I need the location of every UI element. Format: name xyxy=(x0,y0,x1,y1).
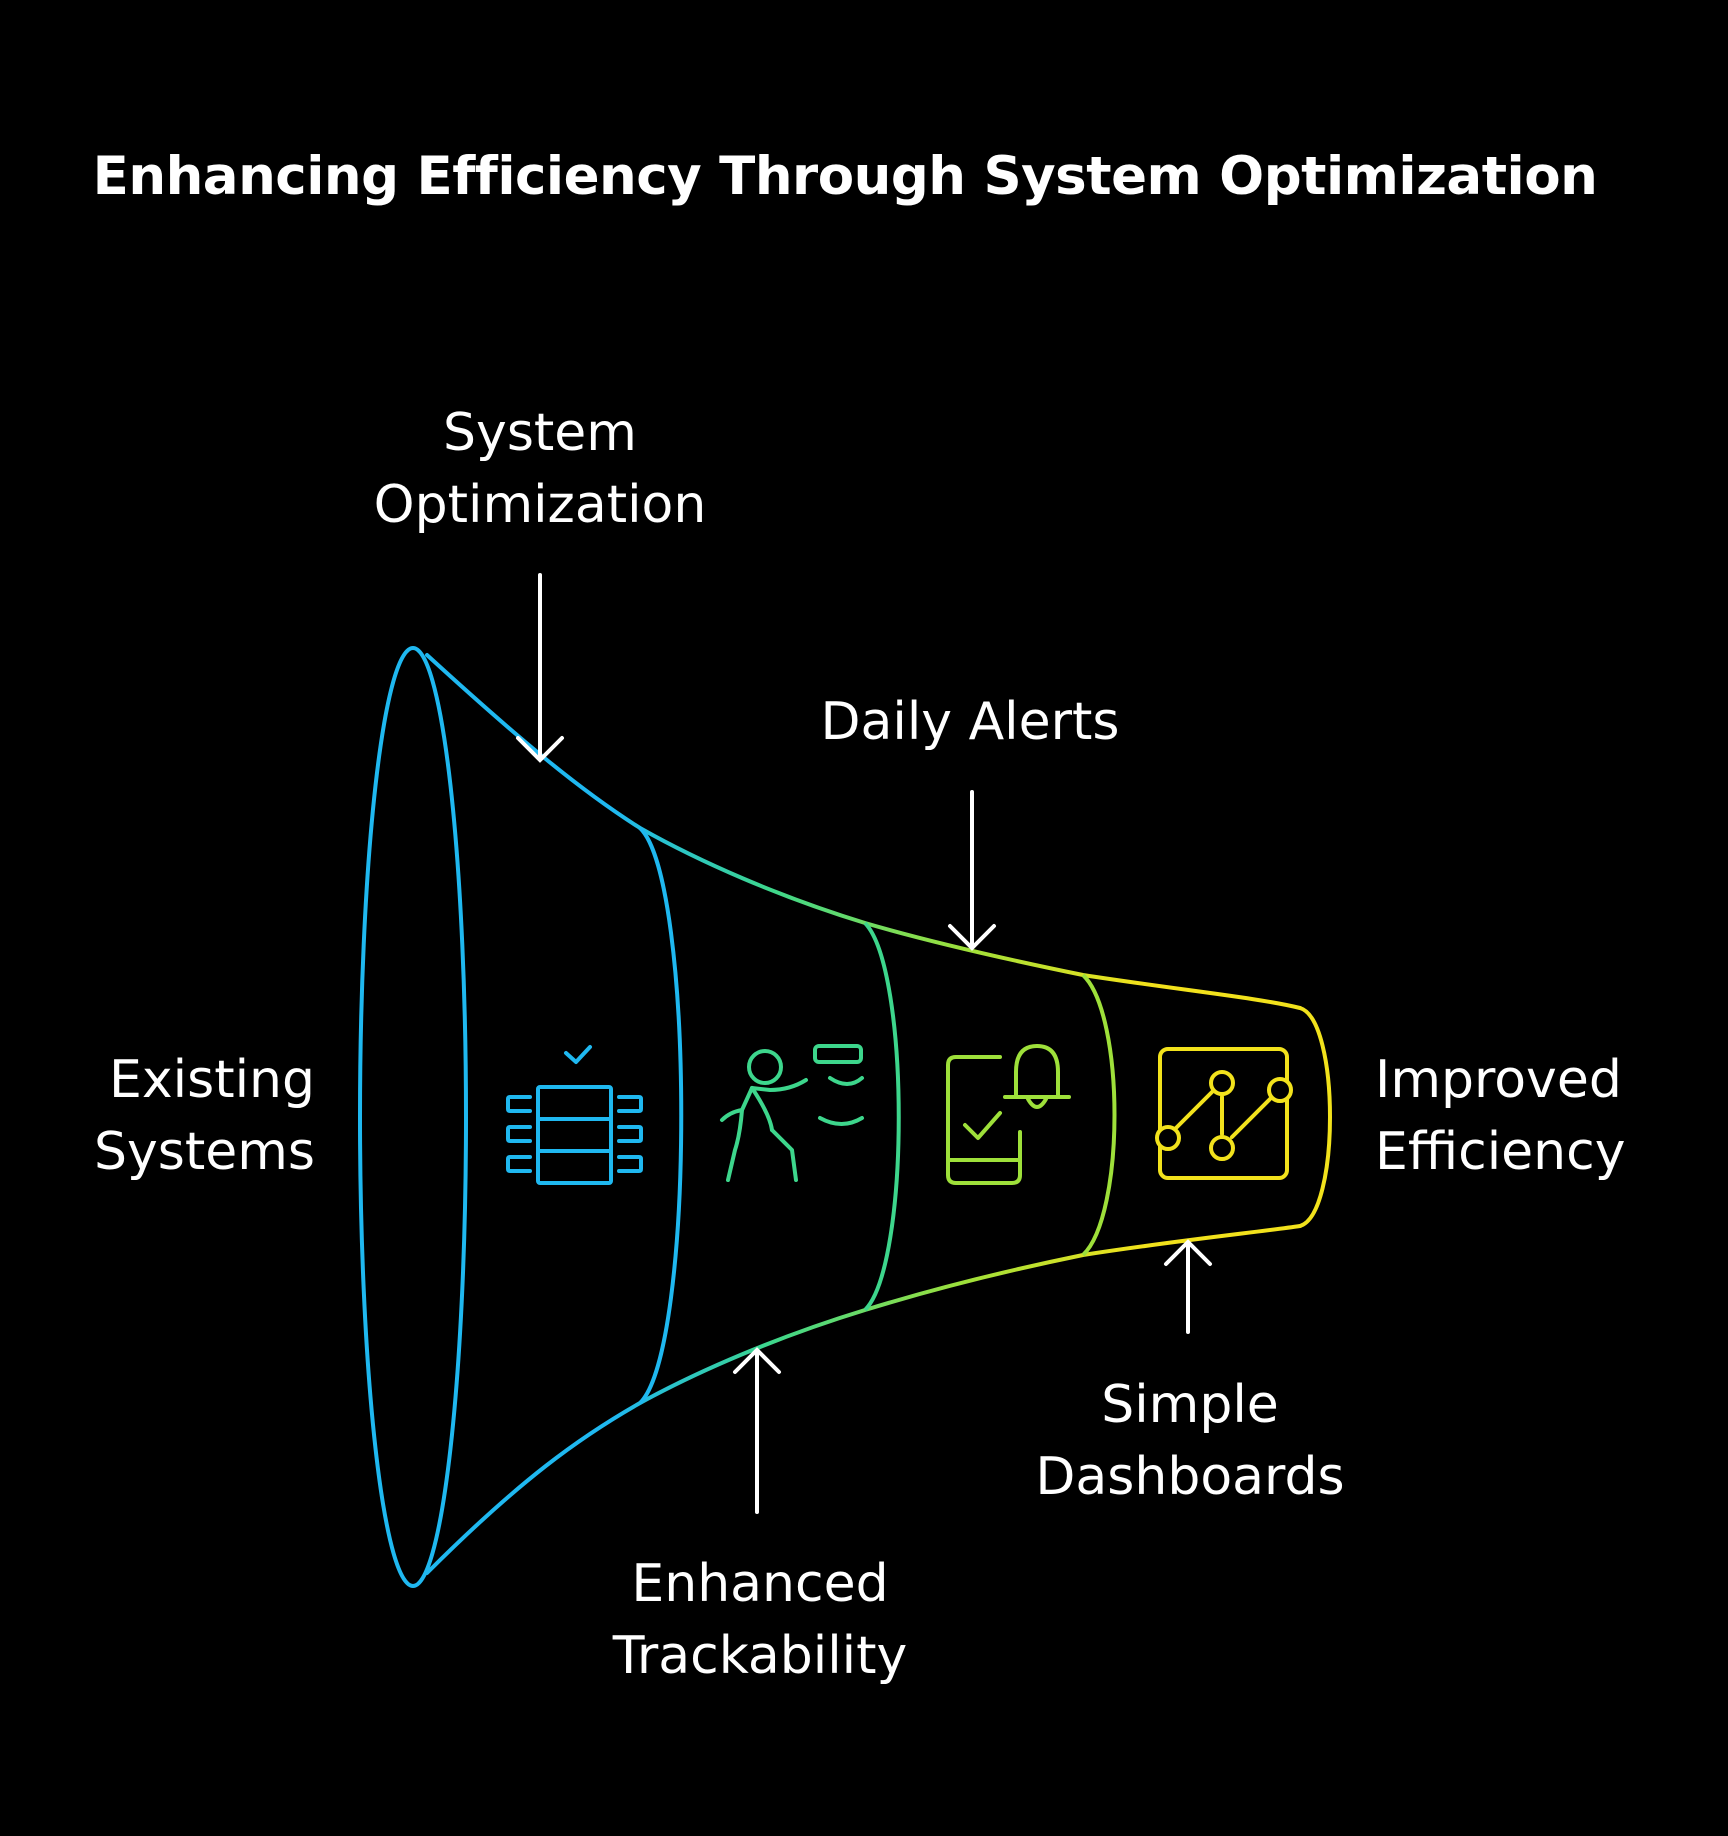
running-person-icon xyxy=(720,1044,864,1182)
label-improved-efficiency: Improved Efficiency xyxy=(1375,1044,1695,1188)
arrow-simple-dashboards xyxy=(1164,1239,1212,1334)
label-existing-systems: Existing Systems xyxy=(40,1044,315,1188)
database-check-icon xyxy=(506,1045,643,1185)
arrow-system-optimization xyxy=(516,573,564,763)
phone-bell-icon xyxy=(946,1044,1071,1185)
funnel-bottom-edge xyxy=(425,1224,1302,1575)
label-system-optimization: System Optimization xyxy=(330,397,750,541)
divider-3 xyxy=(1081,973,1117,1257)
label-daily-alerts: Daily Alerts xyxy=(770,686,1170,758)
label-daily-alerts-line-1: Daily Alerts xyxy=(820,692,1120,752)
arrow-enhanced-trackability xyxy=(733,1347,781,1514)
divider-2 xyxy=(863,921,901,1312)
label-simple-dashboards: Simple Dashboards xyxy=(990,1369,1390,1513)
label-existing-systems-line-2: Systems xyxy=(94,1122,315,1182)
label-improved-efficiency-line-1: Improved xyxy=(1375,1050,1622,1110)
label-simple-dashboards-line-2: Dashboards xyxy=(1035,1447,1345,1507)
arrow-daily-alerts xyxy=(948,790,996,951)
label-enhanced-trackability: Enhanced Trackability xyxy=(560,1548,960,1692)
funnel-end-cap xyxy=(1299,1006,1332,1228)
label-system-optimization-line-1: System xyxy=(443,403,637,463)
label-enhanced-trackability-line-1: Enhanced xyxy=(631,1554,889,1614)
label-enhanced-trackability-line-2: Trackability xyxy=(612,1626,908,1686)
label-improved-efficiency-line-2: Efficiency xyxy=(1375,1122,1626,1182)
label-simple-dashboards-line-1: Simple xyxy=(1101,1375,1279,1435)
label-existing-systems-line-1: Existing xyxy=(109,1050,315,1110)
diagram-title: Enhancing Efficiency Through System Opti… xyxy=(92,146,1598,207)
label-system-optimization-line-2: Optimization xyxy=(373,475,707,535)
divider-1 xyxy=(638,826,684,1405)
line-chart-icon xyxy=(1155,1047,1293,1180)
funnel-mouth xyxy=(358,646,468,1588)
funnel-top-edge xyxy=(425,653,1302,1010)
